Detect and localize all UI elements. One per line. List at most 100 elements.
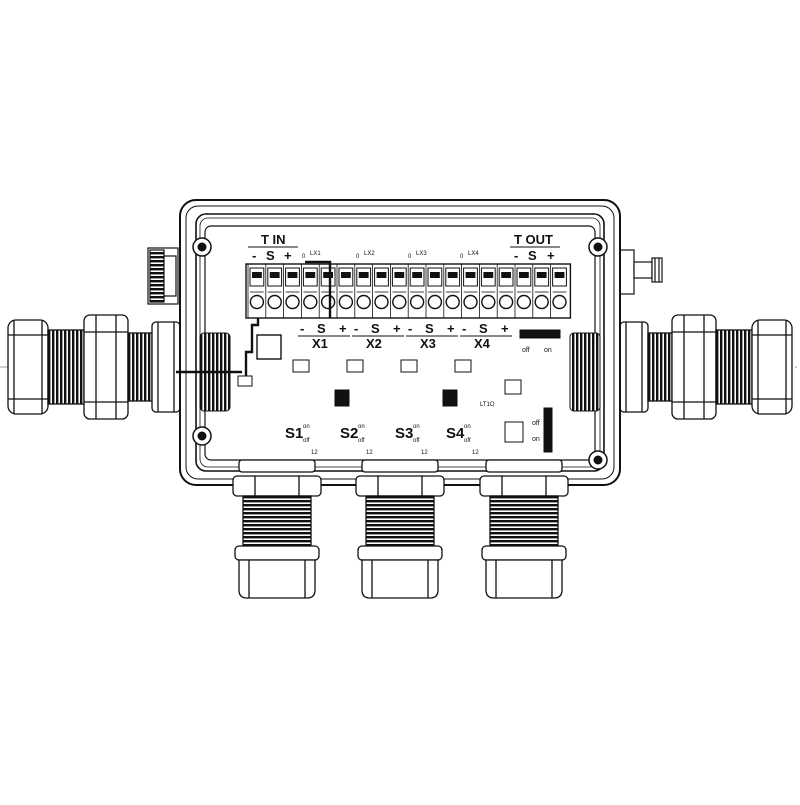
- terminal-screw[interactable]: [516, 294, 532, 310]
- terminal-13[interactable]: [461, 264, 478, 318]
- bottom-gland-hex: [355, 475, 445, 497]
- x3-label: X3: [420, 336, 436, 351]
- terminal-screw[interactable]: [338, 294, 354, 310]
- terminal-12[interactable]: [443, 264, 461, 318]
- terminal-screw[interactable]: [534, 294, 549, 310]
- led-zero-2: 0: [356, 254, 360, 260]
- terminal-10[interactable]: [407, 264, 425, 318]
- terminal-screw[interactable]: [463, 294, 478, 310]
- smd-part: [237, 375, 253, 387]
- switch-s3[interactable]: S3 on off 12: [395, 424, 428, 456]
- terminal-3[interactable]: [283, 264, 300, 318]
- left-gland-nut: [83, 314, 129, 420]
- terminal-16[interactable]: [514, 264, 532, 318]
- terminal-screw[interactable]: [481, 294, 496, 310]
- x4-pin-s: S: [479, 321, 488, 336]
- right-gland-nut: [671, 314, 717, 420]
- terminal-screw[interactable]: [267, 294, 282, 310]
- terminal-9[interactable]: [389, 264, 407, 318]
- x2-pin-minus: -: [354, 321, 358, 336]
- x1-pin-minus: -: [300, 321, 304, 336]
- terminal-1[interactable]: [247, 264, 265, 318]
- jumper-top-off-label: off: [522, 347, 530, 354]
- channel-labels: - S + X1 - S + X2 - S + X3 - S + X4: [298, 321, 512, 351]
- bottom-gland-1: [232, 459, 322, 599]
- x4-label: X4: [474, 336, 491, 351]
- t-in-pin-s: S: [266, 248, 275, 263]
- transistor-x3: [400, 359, 418, 373]
- x4-pin-minus: -: [462, 321, 466, 336]
- terminal-screw[interactable]: [552, 294, 567, 310]
- terminal-8[interactable]: [372, 264, 389, 318]
- header-t-out: T OUT - S +: [510, 232, 560, 263]
- terminal-5[interactable]: [318, 264, 336, 318]
- sensor-chip: [504, 379, 522, 395]
- terminal-screw[interactable]: [374, 294, 389, 310]
- channel-x1: - S + X1: [298, 321, 350, 351]
- terminal-17[interactable]: [532, 264, 550, 318]
- led-lx4: LX4: [468, 251, 479, 257]
- s3-label: S3: [395, 425, 413, 442]
- x2-pin-plus: +: [393, 321, 401, 336]
- right-inner-thread: [569, 332, 601, 412]
- t-out-pin-plus: +: [547, 248, 555, 263]
- terminal-7[interactable]: [354, 264, 372, 318]
- x3-pin-plus: +: [447, 321, 455, 336]
- terminal-15[interactable]: [496, 264, 514, 318]
- terminal-screw[interactable]: [427, 294, 443, 310]
- s2-on-label: on: [358, 424, 365, 430]
- right-gland-cap: [751, 319, 793, 415]
- terminal-screw[interactable]: [285, 294, 300, 310]
- terminal-screw[interactable]: [409, 294, 425, 310]
- terminal-lever-slot: [519, 272, 529, 278]
- switch-s4[interactable]: S4 on off 12: [446, 424, 479, 456]
- corner-screws: [192, 237, 608, 470]
- terminal-4[interactable]: [300, 264, 318, 318]
- terminal-screw[interactable]: [303, 294, 318, 310]
- bottom-gland-2: [355, 459, 445, 599]
- jumper-top-on-label: on: [544, 347, 552, 354]
- x2-label: X2: [366, 336, 382, 351]
- x2-pin-s: S: [371, 321, 380, 336]
- right-gland-thread: [715, 329, 753, 405]
- switch-s2[interactable]: S2 on off 12: [340, 424, 373, 456]
- jumper-side[interactable]: [543, 407, 553, 453]
- jumper-side-on-label: on: [532, 436, 540, 443]
- bottom-gland-collar: [238, 459, 316, 473]
- terminal-2[interactable]: [265, 264, 283, 318]
- enclosure: [179, 199, 621, 486]
- terminal-lever-slot: [358, 272, 369, 278]
- x1-pin-s: S: [317, 321, 326, 336]
- bottom-gland-3: [479, 459, 569, 599]
- terminal-screw[interactable]: [356, 294, 371, 310]
- led-labels: 0 LX1 0 LX2 0 LX3 0 LX4: [302, 251, 479, 260]
- ic-2: [442, 389, 458, 407]
- s2-label: S2: [340, 425, 358, 442]
- bottom-cable-glands: [232, 459, 569, 599]
- terminal-screw[interactable]: [320, 294, 336, 310]
- terminal-screw[interactable]: [249, 294, 265, 310]
- terminal-18[interactable]: [550, 264, 567, 318]
- transistor-x2: [346, 359, 364, 373]
- switch-s1[interactable]: S1 on off 12: [285, 424, 318, 456]
- terminal-lever-slot: [323, 272, 333, 278]
- channel-x3: - S + X3: [406, 321, 458, 351]
- terminal-screw[interactable]: [445, 294, 460, 310]
- x3-pin-minus: -: [408, 321, 412, 336]
- s1-nums: 12: [311, 450, 318, 456]
- led-zero-1: 0: [302, 254, 306, 260]
- terminal-lever-slot: [341, 272, 351, 278]
- terminal-screw[interactable]: [498, 294, 514, 310]
- jumper-top[interactable]: [519, 329, 561, 339]
- terminal-screw[interactable]: [392, 294, 407, 310]
- transistor-x1: [292, 359, 310, 373]
- bottom-gland-nut: [481, 545, 567, 561]
- terminal-6[interactable]: [336, 264, 354, 318]
- terminal-14[interactable]: [478, 264, 496, 318]
- s4-off-label: off: [464, 438, 471, 444]
- s4-on-label: on: [464, 424, 471, 430]
- s2-nums: 12: [366, 450, 373, 456]
- terminal-11[interactable]: [425, 264, 443, 318]
- regulator-chip: [256, 334, 282, 360]
